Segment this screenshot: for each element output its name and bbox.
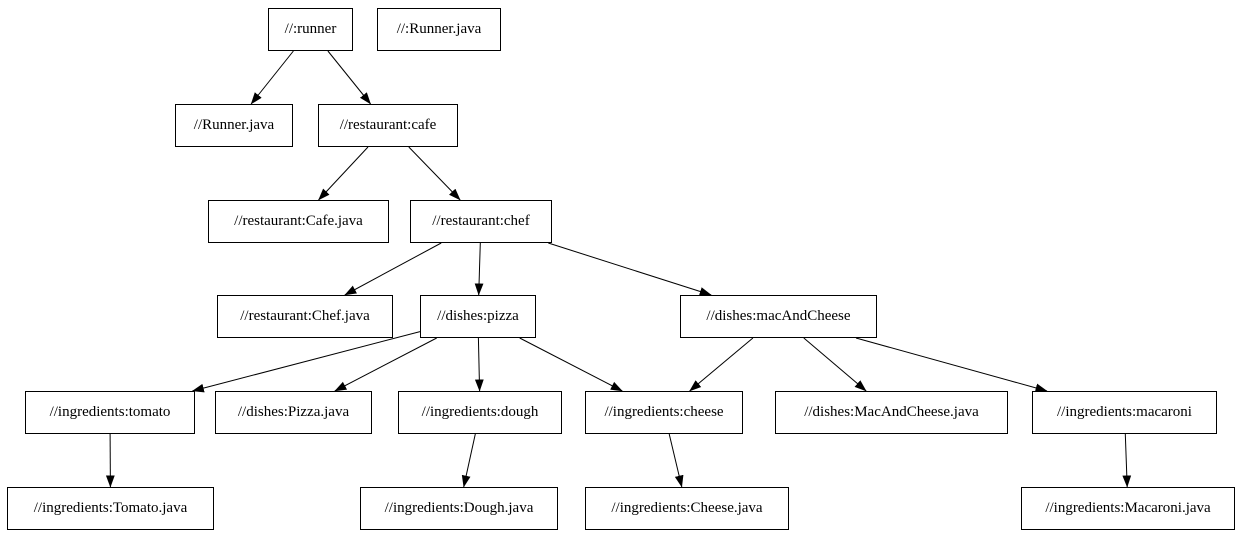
graph-node-mac_and_cheese: //dishes:macAndCheese (680, 295, 877, 338)
graph-node-label: //:Runner.java (396, 21, 482, 37)
graph-edge-pizza--dough (474, 337, 484, 392)
graph-edges (105, 50, 1132, 488)
graph-node-runner: //:runner (268, 8, 353, 51)
graph-node-runner_java_target: //:Runner.java (377, 8, 501, 51)
graph-node-runner_java_src: //Runner.java (175, 104, 293, 147)
graph-node-label: //restaurant:Cafe.java (234, 213, 363, 229)
graph-node-label: //ingredients:Dough.java (384, 500, 534, 516)
graph-node-cheese: //ingredients:cheese (585, 391, 743, 434)
graph-edge-pizza--tomato (191, 331, 421, 393)
graph-node-cafe: //restaurant:cafe (318, 104, 458, 147)
graph-edge-mac_and_cheese--macaroni (855, 337, 1048, 393)
graph-node-label: //dishes:pizza (437, 308, 519, 324)
graph-edge-runner--cafe (327, 50, 371, 105)
graph-node-label: //Runner.java (193, 117, 275, 133)
graph-node-label: //dishes:Pizza.java (237, 404, 350, 420)
graph-node-label: //restaurant:chef (432, 213, 530, 229)
graph-node-label: //dishes:MacAndCheese.java (804, 404, 979, 420)
graph-node-label: //ingredients:dough (421, 404, 539, 420)
graph-edge-runner--runner_java_src (250, 50, 294, 105)
graph-node-pizza_java: //dishes:Pizza.java (215, 391, 372, 434)
graph-edge-pizza--pizza_java (334, 337, 437, 392)
graph-node-mac_java: //dishes:MacAndCheese.java (775, 391, 1008, 434)
graph-node-macaroni: //ingredients:macaroni (1032, 391, 1217, 434)
graph-edge-dough--dough_java (461, 433, 476, 488)
graph-edge-cheese--cheese_java (668, 433, 684, 488)
graph-node-chef_java: //restaurant:Chef.java (217, 295, 393, 338)
graph-node-chef: //restaurant:chef (410, 200, 552, 243)
graph-node-label: //restaurant:Chef.java (240, 308, 370, 324)
graph-edge-cafe--chef (408, 146, 461, 201)
graph-node-label: //ingredients:Cheese.java (611, 500, 763, 516)
graph-node-label: //ingredients:Tomato.java (33, 500, 188, 516)
graph-edge-chef--chef_java (344, 242, 442, 296)
graph-edge-chef--pizza (474, 242, 484, 296)
graph-node-cheese_java: //ingredients:Cheese.java (585, 487, 789, 530)
graph-node-tomato: //ingredients:tomato (25, 391, 195, 434)
graph-node-label: //:runner (284, 21, 337, 37)
graph-node-tomato_java: //ingredients:Tomato.java (7, 487, 214, 530)
graph-node-label: //ingredients:tomato (49, 404, 171, 420)
graph-edge-chef--mac_and_cheese (548, 242, 712, 296)
graph-node-label: //ingredients:cheese (604, 404, 724, 420)
graph-node-pizza: //dishes:pizza (420, 295, 536, 338)
graph-node-label: //dishes:macAndCheese (706, 308, 851, 324)
graph-node-cafe_java: //restaurant:Cafe.java (208, 200, 389, 243)
graph-edge-mac_and_cheese--mac_java (803, 337, 867, 392)
graph-node-label: //restaurant:cafe (339, 117, 437, 133)
graph-edge-pizza--cheese (519, 337, 623, 392)
graph-edge-mac_and_cheese--cheese (689, 337, 754, 392)
graph-node-label: //ingredients:macaroni (1057, 404, 1192, 420)
graph-edge-cafe--cafe_java (318, 146, 369, 201)
graph-node-dough: //ingredients:dough (398, 391, 562, 434)
graph-node-label: //ingredients:Macaroni.java (1045, 500, 1211, 516)
graph-node-macaroni_java: //ingredients:Macaroni.java (1021, 487, 1235, 530)
graph-node-dough_java: //ingredients:Dough.java (360, 487, 558, 530)
graph-edge-macaroni--macaroni_java (1122, 433, 1132, 488)
